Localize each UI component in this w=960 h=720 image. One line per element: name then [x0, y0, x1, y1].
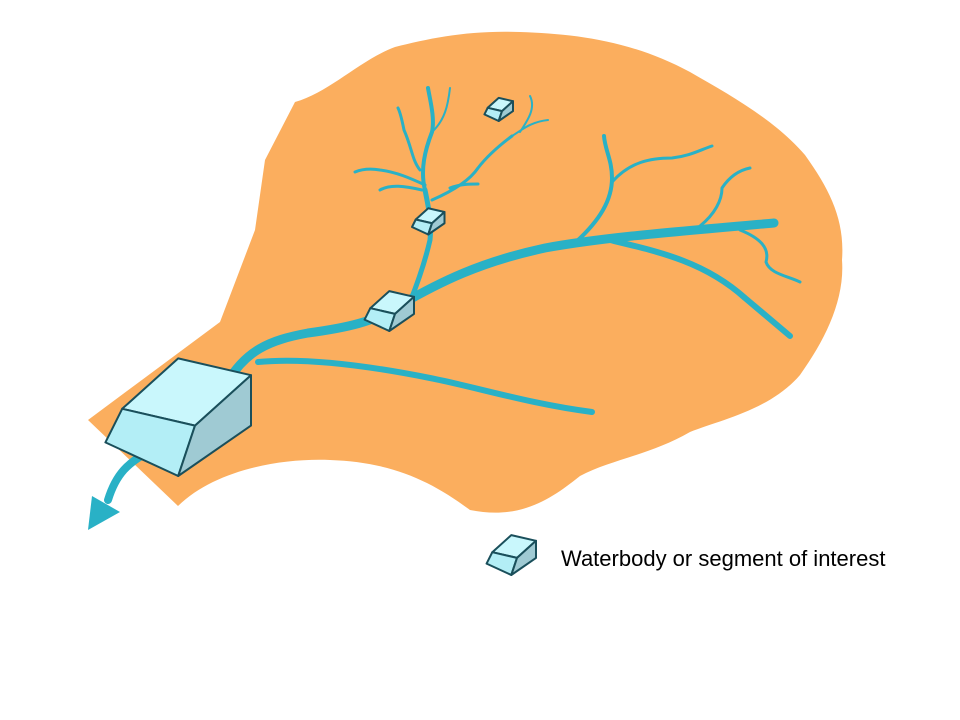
stream-ne-twig-3 [738, 228, 802, 284]
stream-ne-tributary [574, 134, 614, 244]
stream-north-twig-7 [511, 95, 549, 137]
stream-north-twig-3 [378, 184, 424, 192]
stream-ne-twig-2 [698, 166, 752, 228]
cube-icon [105, 358, 251, 476]
stream-network [104, 86, 802, 504]
cube-icon [365, 291, 414, 331]
legend-cube-icon [487, 535, 536, 575]
stream-south-tributary [255, 357, 595, 415]
legend-label: Waterbody or segment of interest [561, 546, 886, 571]
stream-north-tributary [407, 187, 433, 305]
stream-main-stem [220, 218, 779, 391]
stream-north-twig-5 [448, 182, 480, 190]
stream-north-twig-1 [353, 167, 427, 187]
cube-icon [484, 98, 513, 121]
stream-east-branch [607, 237, 793, 339]
cube-icon [412, 208, 445, 234]
stream-ne-twig-1 [610, 144, 714, 184]
stream-north-twig-6 [431, 87, 451, 133]
stream-north-twig-4 [430, 134, 514, 202]
stream-north-twig-2 [396, 106, 422, 172]
outlet-arrow-icon [88, 496, 120, 530]
